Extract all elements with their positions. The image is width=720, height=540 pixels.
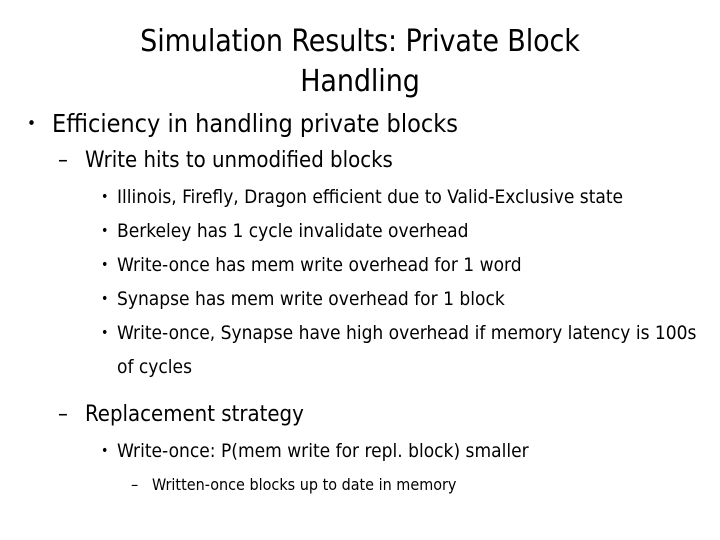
bullet-level3: • Write-once, Synapse have high overhead…	[0, 316, 720, 384]
slide-title: Simulation Results: Private Block Handli…	[140, 24, 580, 99]
bullet-level2: – Replacement strategy	[0, 400, 720, 430]
bullet-text: Write-once, Synapse have high overhead i…	[117, 322, 697, 378]
bullet-text: Replacement strategy	[85, 402, 304, 427]
bullet-level2: – Write hits to unmodified blocks	[0, 146, 720, 176]
bullet-marker-dot: •	[101, 443, 109, 459]
bullet-marker-dash: –	[131, 475, 139, 494]
bullet-level1: • Efficiency in handling private blocks	[0, 108, 720, 140]
bullet-level3: • Write-once has mem write overhead for …	[0, 248, 720, 282]
spacer	[0, 384, 720, 394]
bullet-text: Write-once has mem write overhead for 1 …	[117, 254, 522, 276]
bullet-text: Write-once: P(mem write for repl. block)…	[117, 440, 529, 462]
bullet-marker-dot: •	[101, 325, 109, 341]
bullet-level4: – Written-once blocks up to date in memo…	[0, 472, 720, 498]
bullet-marker-dash: –	[58, 402, 68, 427]
bullet-level3: • Illinois, Firefly, Dragon efficient du…	[0, 180, 720, 214]
bullet-level3: • Synapse has mem write overhead for 1 b…	[0, 282, 720, 316]
bullet-marker-dot: •	[101, 223, 109, 239]
bullet-text: Write hits to unmodified blocks	[85, 148, 393, 173]
bullet-text: Efficiency in handling private blocks	[52, 109, 458, 138]
slide-body: • Efficiency in handling private blocks …	[0, 108, 720, 498]
bullet-level3: • Berkeley has 1 cycle invalidate overhe…	[0, 214, 720, 248]
bullet-text: Written-once blocks up to date in memory	[152, 475, 457, 494]
bullet-text: Synapse has mem write overhead for 1 blo…	[117, 288, 505, 310]
bullet-text: Berkeley has 1 cycle invalidate overhead	[117, 220, 469, 242]
bullet-marker-dot: •	[101, 291, 109, 307]
bullet-marker-dot: •	[101, 189, 109, 205]
bullet-marker-dash: –	[58, 148, 68, 173]
bullet-marker-dot: •	[27, 114, 37, 134]
bullet-text: Illinois, Firefly, Dragon efficient due …	[117, 186, 624, 208]
bullet-marker-dot: •	[101, 257, 109, 273]
bullet-level3: • Write-once: P(mem write for repl. bloc…	[0, 434, 720, 468]
